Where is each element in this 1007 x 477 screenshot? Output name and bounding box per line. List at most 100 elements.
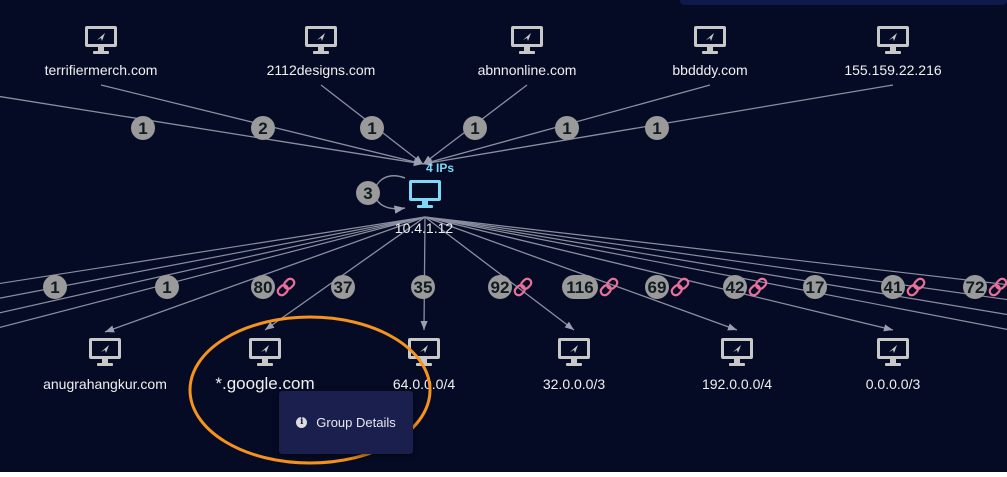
edge: [0, 216, 426, 285]
host-node[interactable]: [721, 338, 753, 366]
link-icon: [513, 277, 533, 297]
link-icon: [906, 277, 926, 297]
node-label: abnnonline.com: [478, 62, 577, 78]
edge-count-badge[interactable]: [645, 116, 669, 140]
host-node[interactable]: [558, 338, 590, 366]
edge-count-badge[interactable]: [881, 275, 905, 299]
edge-count-badge[interactable]: [488, 275, 512, 299]
context-menu: i Group Details: [279, 391, 413, 454]
edge-count: 1: [50, 278, 59, 297]
edge-count: 80: [254, 278, 273, 297]
host-node[interactable]: [694, 26, 726, 54]
edge-count: 1: [470, 119, 479, 138]
host-node[interactable]: [85, 26, 117, 54]
link-icon: [748, 277, 768, 297]
edge-count-badge[interactable]: [645, 275, 669, 299]
edge-count: 42: [726, 278, 745, 297]
group-count-label: 4 IPs: [426, 161, 454, 175]
edge-count-badge[interactable]: [251, 275, 275, 299]
location-arrow-icon: [889, 33, 897, 41]
location-arrow-icon: [101, 345, 109, 353]
node-label: 155.159.22.216: [844, 62, 942, 78]
host-node[interactable]: [305, 26, 337, 54]
edge: [0, 216, 426, 314]
node-label: bbdddy.com: [672, 62, 747, 78]
edge-count: 35: [414, 278, 433, 297]
location-arrow-icon: [706, 33, 714, 41]
edge: [424, 216, 1007, 331]
edge-count-badge[interactable]: [723, 275, 747, 299]
host-node[interactable]: [877, 26, 909, 54]
edge: [420, 216, 428, 331]
edge-count: 1: [138, 119, 147, 138]
edge-count: 116: [566, 278, 593, 297]
edge: [424, 216, 1007, 316]
edge-count-badge[interactable]: [463, 116, 487, 140]
host-node[interactable]: [89, 338, 121, 366]
edge-count-badge[interactable]: [803, 275, 827, 299]
edge-count-badge[interactable]: [43, 275, 67, 299]
node-label: 32.0.0.0/3: [543, 376, 605, 392]
group-details-menu-item[interactable]: i Group Details: [279, 405, 413, 439]
edge-count-badge[interactable]: [555, 116, 579, 140]
center-node-group[interactable]: [409, 180, 441, 208]
edge-count-badge[interactable]: [360, 116, 384, 140]
edge-count-badge[interactable]: [251, 116, 275, 140]
edge-count: 3: [363, 184, 372, 203]
group-details-label: Group Details: [316, 414, 396, 430]
edge: [424, 216, 575, 331]
edge-count: 37: [334, 278, 353, 297]
link-icon: [988, 277, 1007, 297]
location-arrow-icon: [889, 345, 897, 353]
edge-count-badge[interactable]: [331, 275, 355, 299]
edge-count: 1: [652, 119, 661, 138]
edge: [0, 216, 426, 329]
location-arrow-icon: [733, 345, 741, 353]
node-label: 2112designs.com: [267, 62, 376, 78]
link-icon: [670, 277, 690, 297]
node-label: terrifiermerch.com: [45, 62, 158, 78]
link-icon: [276, 277, 296, 297]
edge-count-badge[interactable]: [562, 275, 598, 299]
edge: [264, 216, 426, 331]
location-arrow-icon: [261, 345, 269, 353]
edge-count: 41: [884, 278, 903, 297]
edge-count: 17: [806, 278, 825, 297]
top-panel-edge: [680, 0, 1007, 5]
edge-count: 1: [367, 119, 376, 138]
edge-count: 69: [648, 278, 667, 297]
edge: [0, 95, 424, 167]
edge-count: 1: [162, 278, 171, 297]
edge-count: 1: [562, 119, 571, 138]
edge-count: 2: [258, 119, 267, 138]
node-label: 64.0.0.0/4: [393, 376, 455, 392]
edge: [424, 216, 738, 331]
edge-count: 72: [966, 278, 985, 297]
edge-count-badge[interactable]: [356, 181, 380, 205]
location-arrow-icon: [317, 33, 325, 41]
node-label: anugrahangkur.com: [43, 376, 167, 392]
edge: [424, 216, 894, 332]
edge-count: 92: [491, 278, 510, 297]
edge-count-badge[interactable]: [131, 116, 155, 140]
edge-count-badge[interactable]: [411, 275, 435, 299]
edge: [104, 216, 426, 333]
location-arrow-icon: [523, 33, 531, 41]
highlight-circle: [188, 315, 432, 465]
edge: [424, 216, 1007, 286]
host-node[interactable]: [877, 338, 909, 366]
host-node[interactable]: [249, 338, 281, 366]
host-node[interactable]: [511, 26, 543, 54]
edge-count-badge[interactable]: [963, 275, 987, 299]
location-arrow-icon: [420, 345, 428, 353]
node-label: *.google.com: [215, 374, 314, 393]
location-arrow-icon: [97, 33, 105, 41]
edge-count-badge[interactable]: [155, 275, 179, 299]
node-label: 0.0.0.0/3: [866, 376, 921, 392]
link-icon: [599, 277, 619, 297]
center-node-label: 10.4.1.12: [395, 220, 454, 236]
node-label: 192.0.0.0/4: [702, 376, 772, 392]
bottom-strip: [0, 472, 1007, 477]
location-arrow-icon: [570, 345, 578, 353]
